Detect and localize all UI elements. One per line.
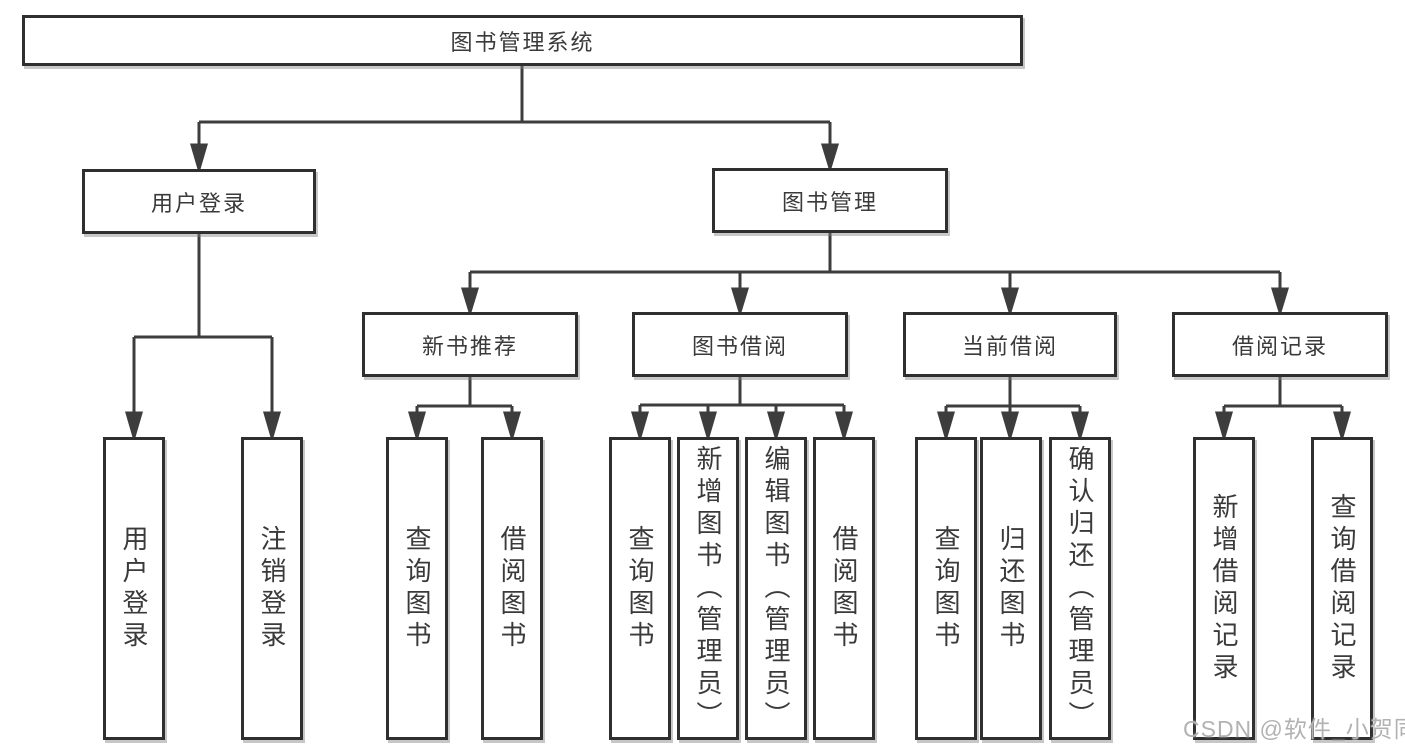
leaf-current-query-books: 查询图书 (915, 437, 977, 740)
leaf-records-add-borrow-record: 新增借阅记录 (1193, 437, 1255, 740)
node-book-borrowing: 图书借阅 (632, 312, 848, 377)
connector-recommend-to-leaves (408, 377, 521, 443)
arrow-down-icon (1270, 287, 1290, 318)
connector-borrowing-to-leaves (631, 377, 853, 443)
node-current-borrowing: 当前借阅 (903, 312, 1117, 377)
arrow-down-icon (408, 411, 426, 443)
node-book-management: 图书管理 (712, 168, 948, 233)
leaf-current-confirm-return-admin: 确认归还（管理员） (1049, 437, 1111, 740)
arrow-down-icon (503, 411, 521, 443)
arrow-down-icon (1215, 411, 1233, 443)
leaf-recommend-query-books: 查询图书 (386, 437, 448, 740)
connector-user-login-to-leaves (125, 234, 281, 443)
leaf-borrowing-query-books: 查询图书 (609, 437, 671, 740)
leaf-records-query-borrow-record: 查询借阅记录 (1311, 437, 1373, 740)
arrow-down-icon (631, 411, 649, 443)
arrow-down-icon (1333, 411, 1351, 443)
connector-root-to-level2 (190, 65, 840, 175)
arrow-down-icon (460, 287, 480, 318)
arrow-down-icon (263, 411, 281, 443)
leaf-borrowing-add-book-admin: 新增图书（管理员） (677, 437, 739, 740)
connector-book-management-to-level3 (460, 233, 1290, 318)
arrow-down-icon (699, 411, 717, 443)
arrow-down-icon (125, 411, 143, 443)
node-borrowing-records: 借阅记录 (1172, 312, 1388, 377)
arrow-down-icon (835, 411, 853, 443)
leaf-borrowing-edit-book-admin: 编辑图书（管理员） (745, 437, 807, 740)
arrow-down-icon (1001, 411, 1019, 443)
leaf-current-return-books: 归还图书 (980, 437, 1042, 740)
leaf-borrowing-borrow-books: 借阅图书 (813, 437, 875, 740)
arrow-down-icon (730, 287, 750, 318)
csdn-watermark: CSDN @软件_小贺同学 (1183, 716, 1405, 742)
leaf-user-login: 用户登录 (103, 437, 165, 740)
connector-current-to-leaves (937, 377, 1089, 443)
leaf-logout: 注销登录 (241, 437, 303, 740)
arrow-down-icon (937, 411, 955, 443)
arrow-down-icon (767, 411, 785, 443)
connector-records-to-leaves (1215, 377, 1351, 443)
arrow-down-icon (1071, 411, 1089, 443)
arrow-down-icon (1000, 287, 1020, 318)
arrow-down-icon (190, 143, 208, 175)
arrow-down-icon (820, 143, 840, 174)
node-root-library-system: 图书管理系统 (22, 15, 1023, 66)
leaf-recommend-borrow-books: 借阅图书 (481, 437, 543, 740)
node-user-login: 用户登录 (82, 169, 316, 234)
node-new-book-recommend: 新书推荐 (362, 312, 578, 377)
